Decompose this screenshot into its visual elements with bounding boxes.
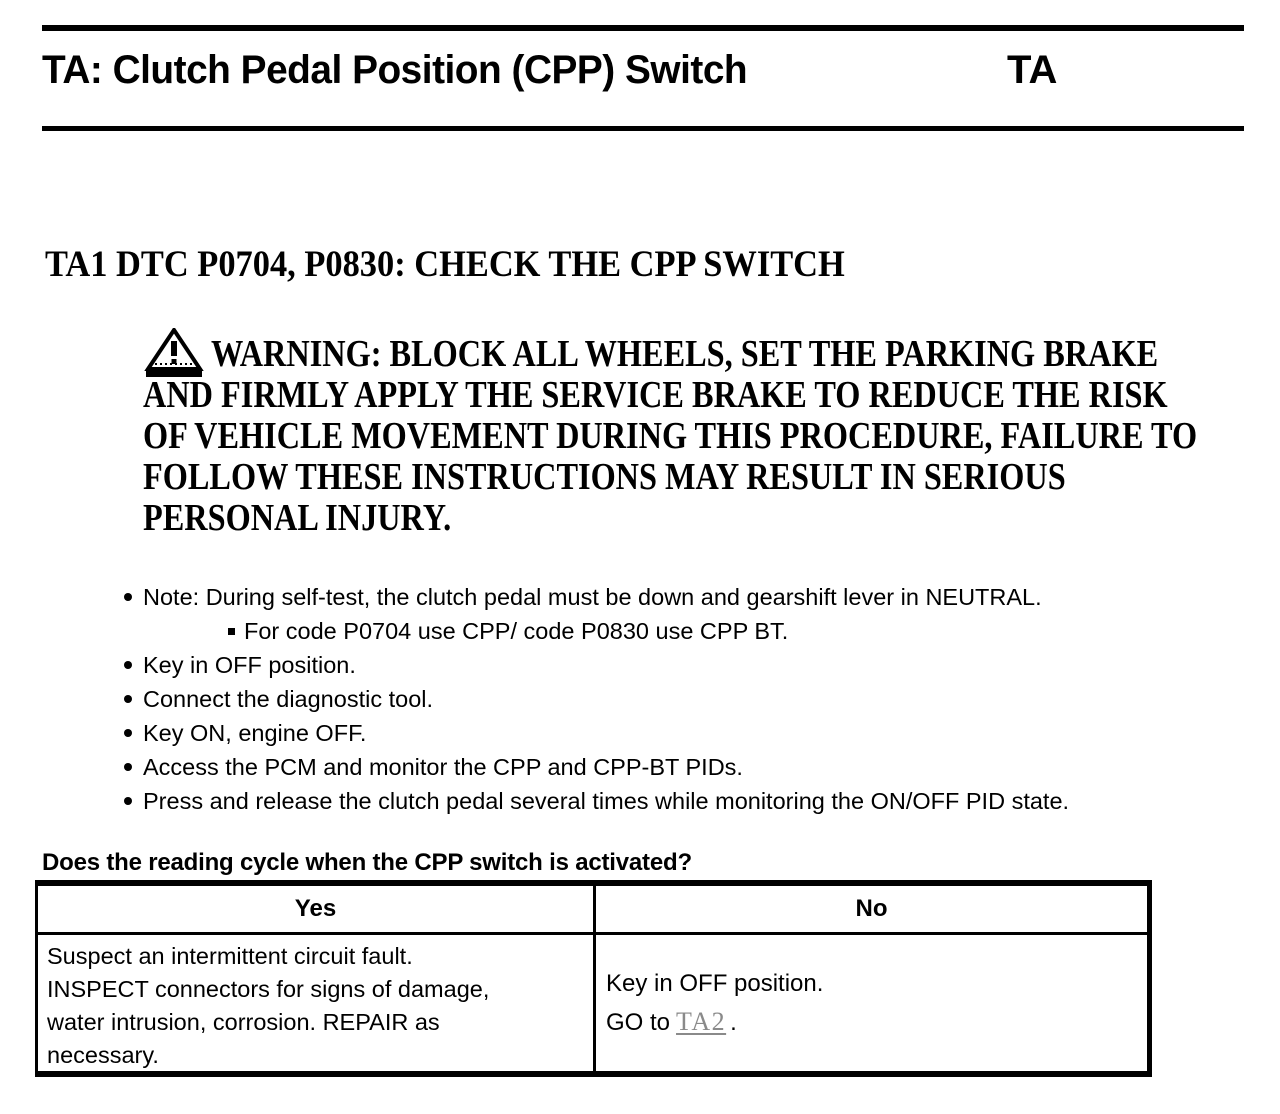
table-header-row: Yes No <box>38 886 1147 935</box>
bullet-dot-icon <box>124 797 132 805</box>
list-item-sub: For code P0704 use CPP/ code P0830 use C… <box>124 614 1264 648</box>
warning-line: FOLLOW THESE INSTRUCTIONS MAY RESULT IN … <box>143 456 1066 498</box>
column-header-yes: Yes <box>38 886 596 932</box>
list-item: Note: During self-test, the clutch pedal… <box>124 580 1264 614</box>
header-rule <box>42 126 1244 131</box>
warning-line: OF VEHICLE MOVEMENT DURING THIS PROCEDUR… <box>143 415 1198 457</box>
warning-triangle-icon <box>143 328 205 378</box>
warning-line: AND FIRMLY APPLY THE SERVICE BRAKE TO RE… <box>143 374 1168 416</box>
column-header-no: No <box>855 895 888 922</box>
list-item: Press and release the clutch pedal sever… <box>124 784 1264 818</box>
test-step-heading: TA1 DTC P0704, P0830: CHECK THE CPP SWIT… <box>45 244 845 285</box>
list-item: Key in OFF position. <box>124 648 1264 682</box>
bullet-dot-icon <box>124 763 132 771</box>
section-code: TA <box>1007 48 1058 92</box>
result-table: Yes No Suspect an intermittent circuit f… <box>35 880 1152 1077</box>
list-item: Access the PCM and monitor the CPP and C… <box>124 750 1264 784</box>
ta2-link[interactable]: TA2 <box>676 1006 727 1036</box>
bullet-dot-icon <box>124 593 132 601</box>
bullet-dot-icon <box>124 729 132 737</box>
list-item: Connect the diagnostic tool. <box>124 682 1264 716</box>
list-item: Key ON, engine OFF. <box>124 716 1264 750</box>
bullet-square-icon <box>228 628 235 635</box>
warning-block: WARNING: BLOCK ALL WHEELS, SET THE PARKI… <box>143 328 1258 539</box>
bullet-dot-icon <box>124 661 132 669</box>
yes-action-cell: Suspect an intermittent circuit fault. I… <box>38 935 596 1071</box>
procedure-notes-list: Note: During self-test, the clutch pedal… <box>124 580 1264 818</box>
table-body-row: Suspect an intermittent circuit fault. I… <box>38 935 1147 1071</box>
top-rule <box>42 25 1244 31</box>
warning-line: PERSONAL INJURY. <box>143 497 452 539</box>
page-title: TA: Clutch Pedal Position (CPP) Switch <box>42 48 748 92</box>
decision-question: Does the reading cycle when the CPP swit… <box>42 849 692 876</box>
bullet-dot-icon <box>124 695 132 703</box>
no-action-line: Key in OFF position. <box>606 969 824 997</box>
warning-line: WARNING: BLOCK ALL WHEELS, SET THE PARKI… <box>211 333 1159 375</box>
